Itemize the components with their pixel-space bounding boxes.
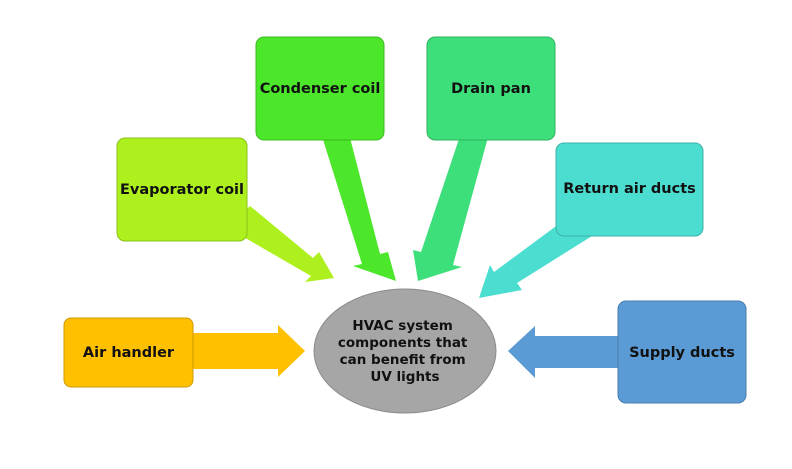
arrow-air-handler bbox=[185, 325, 305, 377]
arrow-drain-pan bbox=[413, 130, 490, 281]
arrow-evaporator-coil bbox=[228, 206, 334, 282]
center-line-3: can benefit from bbox=[340, 352, 466, 368]
box-supply-ducts: Supply ducts bbox=[617, 300, 747, 404]
center-ellipse bbox=[313, 288, 497, 414]
box-return-air-ducts: Return air ducts bbox=[555, 142, 704, 237]
arrow-return-air-ducts bbox=[479, 218, 592, 298]
label-drain-pan: Drain pan bbox=[451, 81, 531, 97]
arrow-condenser-coil bbox=[320, 130, 396, 281]
box-air-handler: Air handler bbox=[63, 317, 194, 388]
arrow-supply-ducts bbox=[508, 326, 628, 378]
label-evaporator-coil: Evaporator coil bbox=[120, 182, 244, 198]
center-line-2: components that bbox=[338, 335, 468, 351]
box-evaporator-coil: Evaporator coil bbox=[116, 137, 248, 242]
box-drain-pan: Drain pan bbox=[426, 36, 556, 141]
center-line-1: HVAC system bbox=[352, 318, 452, 334]
center-line-4: UV lights bbox=[370, 369, 439, 385]
label-supply-ducts: Supply ducts bbox=[629, 345, 735, 361]
label-condenser-coil: Condenser coil bbox=[260, 81, 381, 97]
center-title: HVAC system components that can benefit … bbox=[338, 318, 472, 385]
label-air-handler: Air handler bbox=[83, 345, 175, 361]
label-return-air-ducts: Return air ducts bbox=[563, 181, 696, 197]
box-condenser-coil: Condenser coil bbox=[255, 36, 385, 141]
